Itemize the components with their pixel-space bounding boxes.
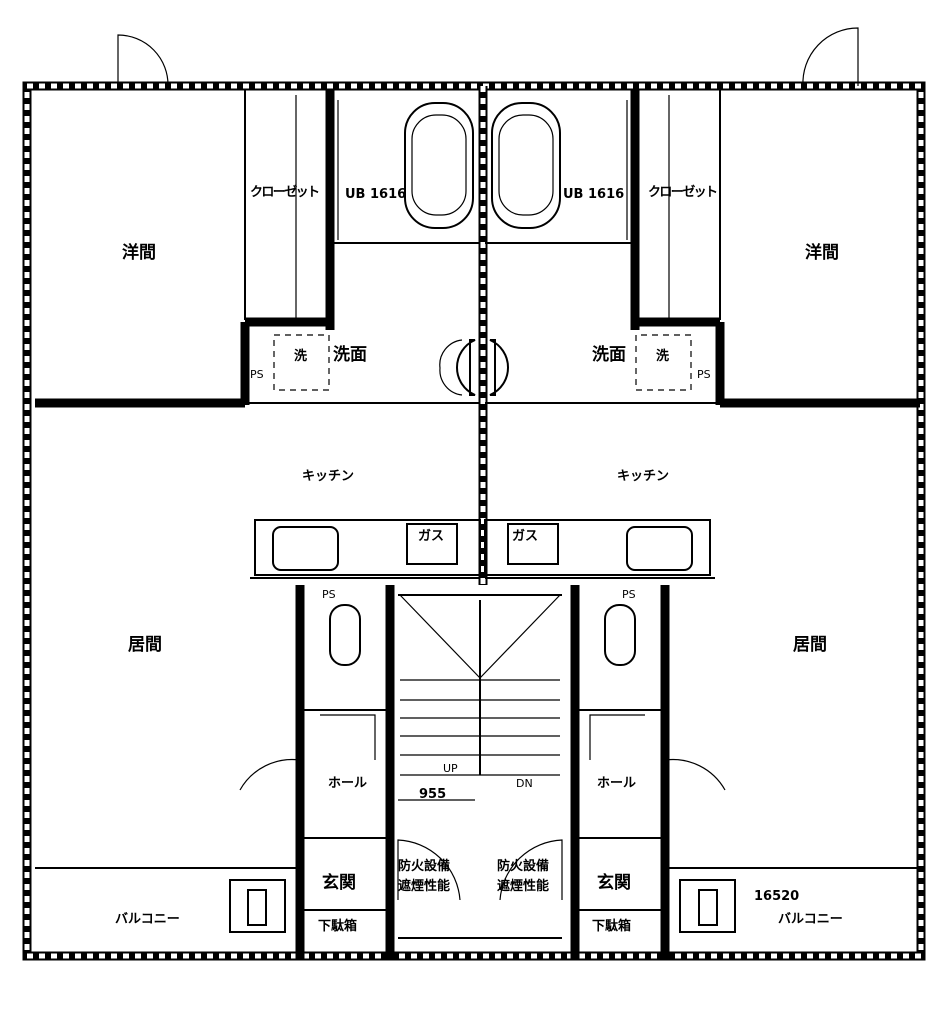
closet-label: クローゼット (648, 184, 718, 200)
ps-label: PS (697, 368, 711, 381)
bath-label: UB 1616 (563, 187, 624, 202)
hall-label: ホール (597, 776, 636, 791)
exterior-walls (22, 81, 926, 961)
western-room-label: 洋間 (122, 242, 156, 263)
balcony-label: バルコニー (115, 912, 180, 927)
washroom-label: 洗面 (333, 344, 367, 365)
fire-door-label: 防火設備 (398, 858, 450, 874)
stair-up-label: UP (443, 762, 458, 775)
fire-door-label: 防火設備 (497, 858, 549, 874)
entrance-label: 玄関 (597, 872, 631, 893)
washroom-label: 洗面 (592, 344, 626, 365)
right-unit-walls (484, 90, 920, 960)
kitchen-label: キッチン (302, 469, 354, 484)
staircase (397, 594, 563, 939)
bath-label: UB 1616 (345, 187, 406, 202)
washer-label: 洗 (294, 348, 307, 364)
top-doors (117, 27, 859, 87)
fire-door-label: 遮煙性能 (497, 878, 549, 894)
kitchen-label: キッチン (617, 469, 669, 484)
ps-label: PS (250, 368, 264, 381)
western-room-label: 洋間 (805, 242, 839, 263)
dimension-label: 16520 (754, 889, 799, 904)
entrance-label: 玄関 (322, 872, 356, 893)
hall-label: ホール (328, 776, 367, 791)
shoe-box-label: 下駄箱 (592, 918, 631, 934)
gas-label: ガス (512, 529, 538, 544)
left-unit-walls (35, 90, 481, 960)
stair-width-label: 955 (419, 787, 446, 802)
gas-label: ガス (418, 529, 444, 544)
living-room-label: 居間 (128, 635, 162, 655)
toilet-ps-label: PS (622, 588, 636, 601)
stair-down-label: DN (516, 777, 533, 790)
living-room-label: 居間 (793, 635, 827, 655)
washer-label: 洗 (656, 348, 669, 364)
toilet-ps-label: PS (322, 588, 336, 601)
closet-label: クローゼット (250, 184, 320, 200)
fire-door-label: 遮煙性能 (398, 878, 450, 894)
balcony-label: バルコニー (778, 912, 843, 927)
shoe-box-label: 下駄箱 (318, 918, 357, 934)
